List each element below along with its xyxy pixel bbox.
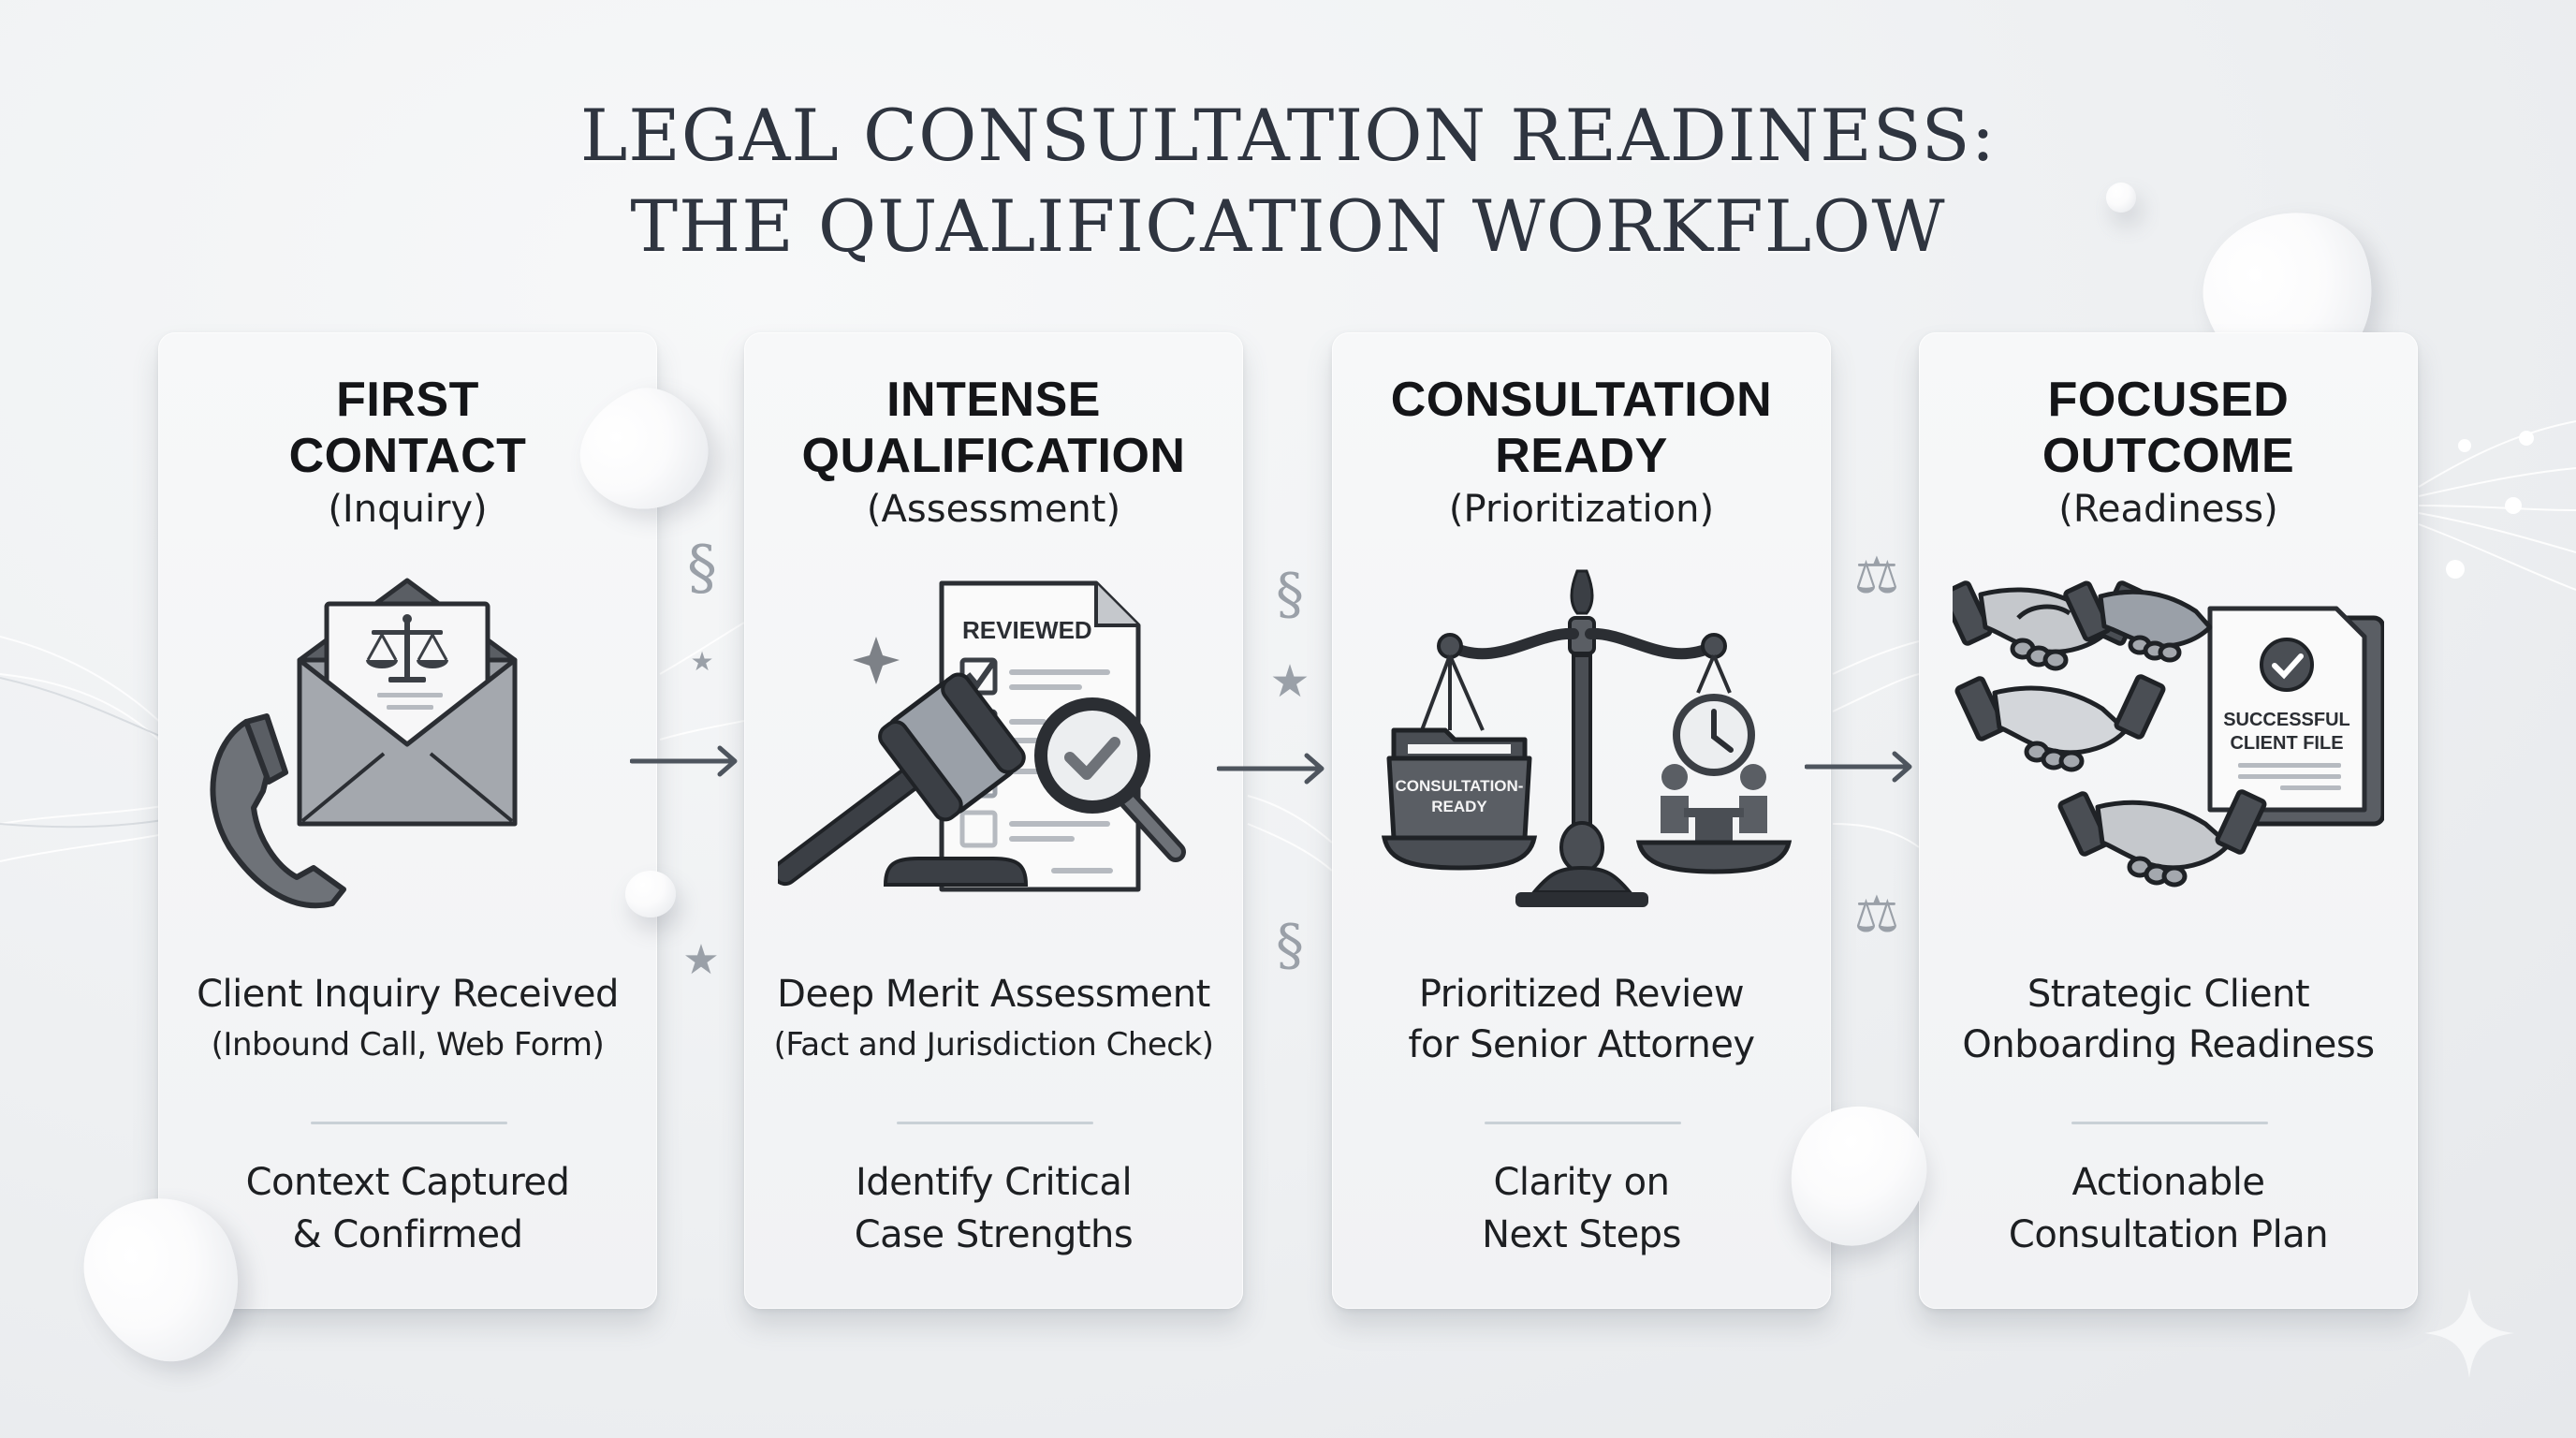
step-card-focused-outcome: FOCUSED OUTCOME (Readiness) SUCCESSFUL C…: [1919, 332, 2418, 1309]
title-line-1: LEGAL CONSULTATION READINESS:: [579, 94, 1997, 177]
step-heading: INTENSE QUALIFICATION: [801, 373, 1186, 483]
gavel-checklist-magnifier-icon: REVIEWED: [771, 566, 1209, 913]
arrow-step1-to-step2-icon: [630, 745, 738, 777]
handshakes-client-file-icon: SUCCESSFUL CLIENT FILE: [1940, 566, 2386, 913]
page-title: LEGAL CONSULTATION READINESS: THE QUALIF…: [0, 90, 2576, 271]
step-card-first-contact: FIRST CONTACT (Inquiry): [158, 332, 657, 1309]
step-outcome: Clarity on Next Steps: [1482, 1161, 1681, 1256]
star-icon: ★: [682, 936, 720, 984]
star-icon: ★: [690, 646, 714, 677]
scales-of-justice-icon: ⚖: [1853, 885, 1900, 944]
step-subtitle: (Prioritization): [1448, 488, 1715, 531]
card-divider: [2071, 1122, 2268, 1124]
file-label-line-2: CLIENT FILE: [2230, 733, 2343, 754]
card-divider: [311, 1122, 507, 1124]
step-card-consultation-ready: CONSULTATION READY (Prioritization) CONS…: [1332, 332, 1831, 1309]
section-symbol-icon: §: [1276, 913, 1304, 978]
card-divider: [897, 1122, 1093, 1124]
section-symbol-icon: §: [1276, 562, 1304, 627]
step-heading: FIRST CONTACT: [288, 373, 527, 483]
title-line-2: THE QUALIFICATION WORKFLOW: [630, 184, 1946, 268]
sparkle-icon: [2424, 1288, 2514, 1378]
card-divider: [1485, 1122, 1681, 1124]
step-outcome: Identify Critical Case Strengths: [854, 1161, 1134, 1256]
file-label-line-1: SUCCESSFUL: [2223, 710, 2350, 730]
phone-and-envelope-with-scales-icon: [192, 566, 623, 913]
reviewed-stamp-label: REVIEWED: [962, 616, 1092, 644]
arrow-step3-to-step4-icon: [1805, 751, 1912, 783]
step-description: Prioritized Review for Senior Attorney: [1408, 973, 1755, 1066]
decor-blob-top-right-small: [2106, 183, 2136, 213]
step-description: Strategic Client Onboarding Readiness: [1962, 973, 2375, 1066]
step-heading: FOCUSED OUTCOME: [2042, 373, 2295, 483]
folder-label-line-1: CONSULTATION-: [1396, 777, 1524, 795]
step-heading: CONSULTATION READY: [1390, 373, 1773, 483]
step-card-intense-qualification: INTENSE QUALIFICATION (Assessment) REVIE…: [744, 332, 1243, 1309]
scales-of-justice-icon: ⚖: [1853, 546, 1900, 605]
step-description: Deep Merit Assessment (Fact and Jurisdic…: [773, 973, 1214, 1064]
balance-scale-folder-clock-icon: CONSULTATION- READY: [1366, 566, 1797, 913]
step-outcome: Actionable Consultation Plan: [2008, 1161, 2329, 1256]
step-subtitle: (Inquiry): [328, 488, 488, 531]
section-symbol-icon: §: [687, 534, 717, 603]
decor-blob-card2-left: [625, 871, 676, 917]
step-subtitle: (Assessment): [866, 488, 1121, 531]
step-description: Client Inquiry Received (Inbound Call, W…: [197, 973, 619, 1064]
star-icon: ★: [1269, 655, 1310, 708]
step-subtitle: (Readiness): [2058, 488, 2278, 531]
arrow-step2-to-step3-icon: [1217, 753, 1325, 785]
step-outcome: Context Captured & Confirmed: [245, 1161, 570, 1256]
folder-label-line-2: READY: [1431, 798, 1487, 815]
